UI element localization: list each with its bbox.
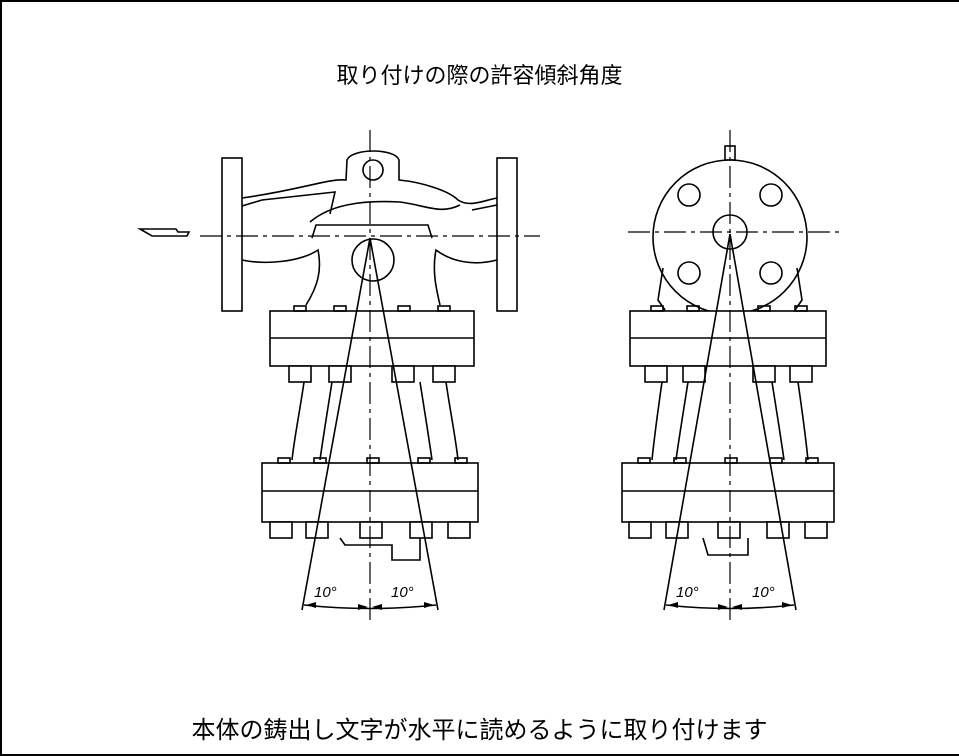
installation-caption: 本体の鋳出し文字が水平に読めるように取り付けます	[191, 716, 768, 744]
front-view: 10° 10°	[621, 130, 840, 620]
front-lower-flange	[621, 462, 835, 523]
drawing-title: 取り付けの際の許容傾斜角度	[336, 64, 623, 89]
valve-body-outline	[241, 150, 498, 306]
flow-arrow-icon	[137, 228, 191, 237]
outlet-flange	[496, 157, 518, 312]
inlet-flange	[221, 157, 243, 312]
angle-label-left: 10°	[314, 584, 337, 601]
angle-label-left: 10°	[676, 584, 699, 601]
angle-label-right: 10°	[752, 584, 775, 601]
angle-label-right: 10°	[391, 584, 414, 601]
side-view: 10° 10°	[137, 130, 540, 620]
